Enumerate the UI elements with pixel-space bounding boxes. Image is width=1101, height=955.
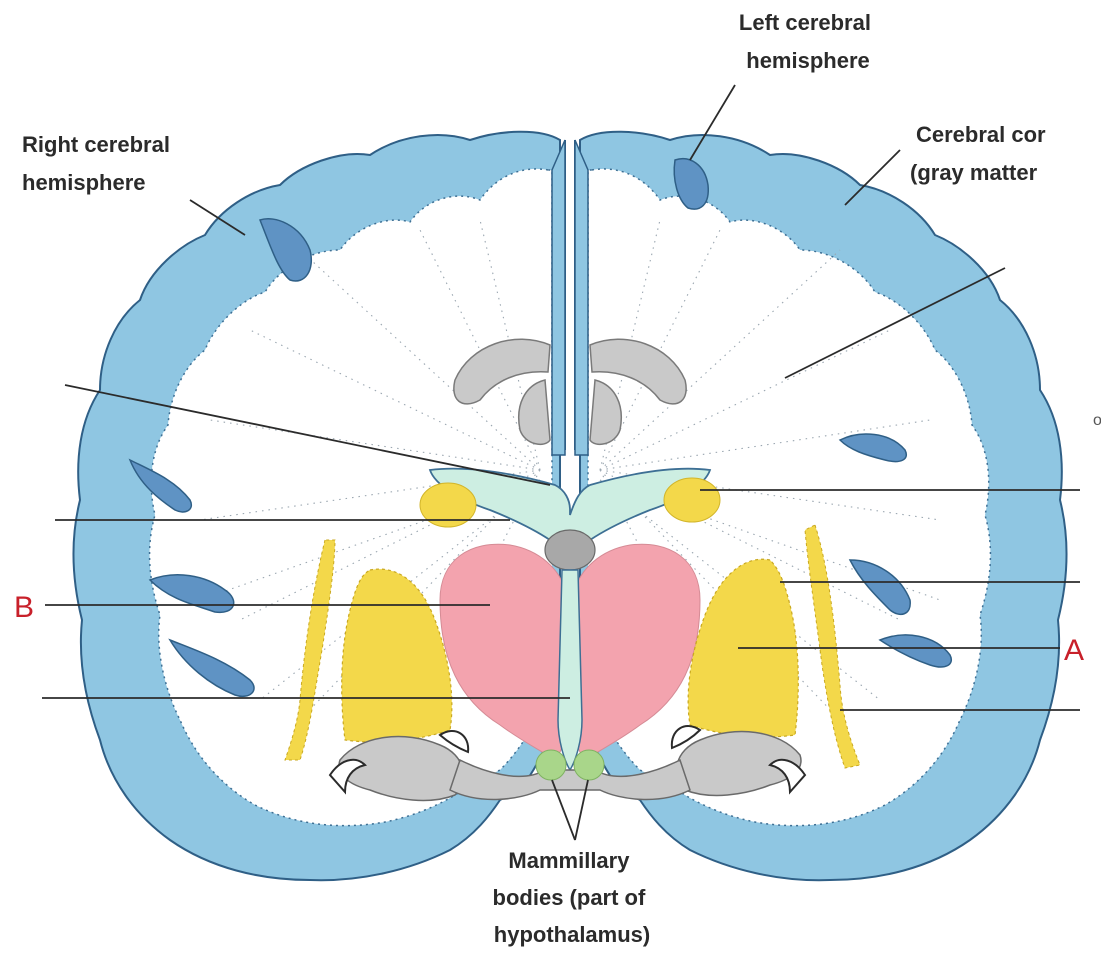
label-left-cerebral-hemisphere: Left cerebral hemisphere bbox=[739, 10, 877, 73]
label-mammillary-line1: Mammillary bbox=[508, 848, 630, 873]
label-cerebral-cortex: Cerebral cor (gray matter bbox=[910, 122, 1052, 185]
label-left-hemisphere-line1: Left cerebral bbox=[739, 10, 871, 35]
fornix bbox=[545, 530, 595, 570]
label-right-cerebral-hemisphere: Right cerebral hemisphere bbox=[22, 132, 176, 195]
marker-b: B bbox=[14, 591, 34, 624]
label-mammillary-bodies: Mammillary bodies (part of hypothalamus) bbox=[493, 848, 652, 947]
caudate-left bbox=[664, 478, 720, 522]
mammillary-body-left bbox=[574, 750, 604, 780]
mammillary-body-right bbox=[536, 750, 566, 780]
label-right-hemisphere-line2: hemisphere bbox=[22, 170, 146, 195]
fissure-cortex-fill bbox=[552, 140, 588, 455]
label-mammillary-line3: hypothalamus) bbox=[494, 922, 650, 947]
label-cortex-line2: (gray matter bbox=[910, 160, 1038, 185]
edge-fragment: o bbox=[1093, 412, 1101, 429]
label-cortex-line1: Cerebral cor bbox=[916, 122, 1046, 147]
label-right-hemisphere-line1: Right cerebral bbox=[22, 132, 170, 157]
third-ventricle bbox=[558, 570, 582, 770]
longitudinal-fissure bbox=[565, 140, 575, 450]
label-mammillary-line2: bodies (part of bbox=[493, 885, 646, 910]
marker-a: A bbox=[1064, 634, 1084, 667]
label-left-hemisphere-line2: hemisphere bbox=[746, 48, 870, 73]
